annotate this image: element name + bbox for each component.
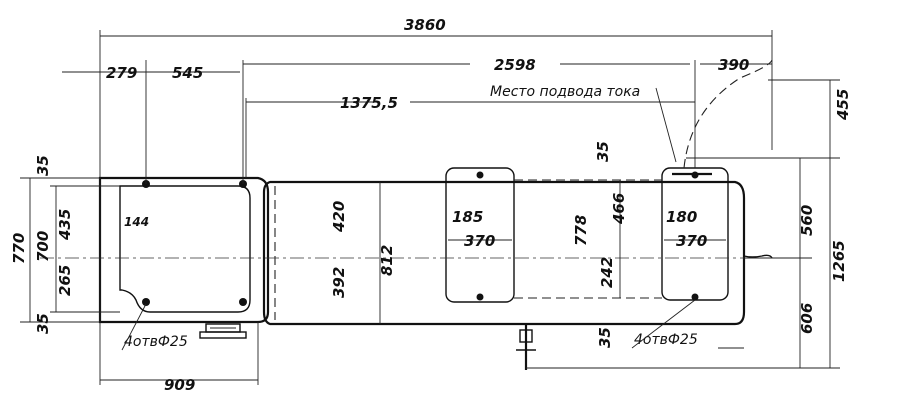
dim-body-height: 812: [378, 245, 396, 276]
dim-left-offset: 279: [106, 64, 137, 82]
side-connector: [743, 254, 773, 259]
dim-mid-top-gap: 35: [594, 141, 612, 162]
dim-left-hole-offset: 144: [124, 215, 149, 229]
dim-inner-span: 1375,5: [340, 94, 398, 112]
dim-mid-upper: 466: [610, 193, 628, 225]
dim-mid-lower: 242: [598, 257, 616, 288]
dim-body-upper: 420: [330, 201, 348, 233]
extension-lines: [20, 30, 840, 385]
dim-right-offset: 390: [718, 56, 749, 74]
dim-mid-bottom-gap: 35: [596, 327, 614, 348]
note-holes-left: 4отвФ25: [124, 334, 188, 350]
dim-left-base-width: 909: [164, 376, 195, 394]
dim-right-mid: 560: [798, 205, 816, 236]
note-holes-right: 4отвФ25: [634, 332, 698, 348]
leader-lines: [121, 87, 744, 351]
dim-right-height: 455: [834, 89, 852, 121]
dim-left-lower: 265: [56, 265, 74, 296]
dim-left-total-height: 770: [10, 233, 28, 264]
dim-right-width: 370: [676, 232, 707, 250]
current-supply-lead: [683, 59, 773, 169]
dim-left-top-gap: 35: [34, 155, 52, 176]
dim-mid-height: 778: [572, 215, 590, 246]
dim-body-lower: 392: [330, 267, 348, 298]
dim-right-half: 180: [666, 208, 697, 226]
dim-left-hole-height: 700: [34, 231, 52, 262]
body-outline: [98, 176, 746, 326]
dim-left-upper: 435: [56, 209, 74, 241]
dim-overall-length: 3860: [404, 16, 446, 34]
terminal-fitting: [516, 324, 536, 370]
dim-right-total: 1265: [830, 240, 848, 282]
left-cover: [119, 185, 251, 313]
bolt-holes: [142, 171, 699, 306]
dimension-lines: [29, 35, 831, 381]
dim-left-bottom-gap: 35: [34, 313, 52, 334]
note-current-supply: Место подвода тока: [490, 84, 640, 100]
dim-left-spacing: 545: [172, 64, 203, 82]
dashed-band: [514, 179, 662, 299]
dim-mid-width: 370: [464, 232, 495, 250]
dim-right-lower: 606: [798, 303, 816, 334]
mounting-foot: [199, 323, 247, 339]
middle-cover: [445, 167, 515, 303]
dim-mid-half: 185: [452, 208, 483, 226]
dim-middle-span: 2598: [494, 56, 536, 74]
